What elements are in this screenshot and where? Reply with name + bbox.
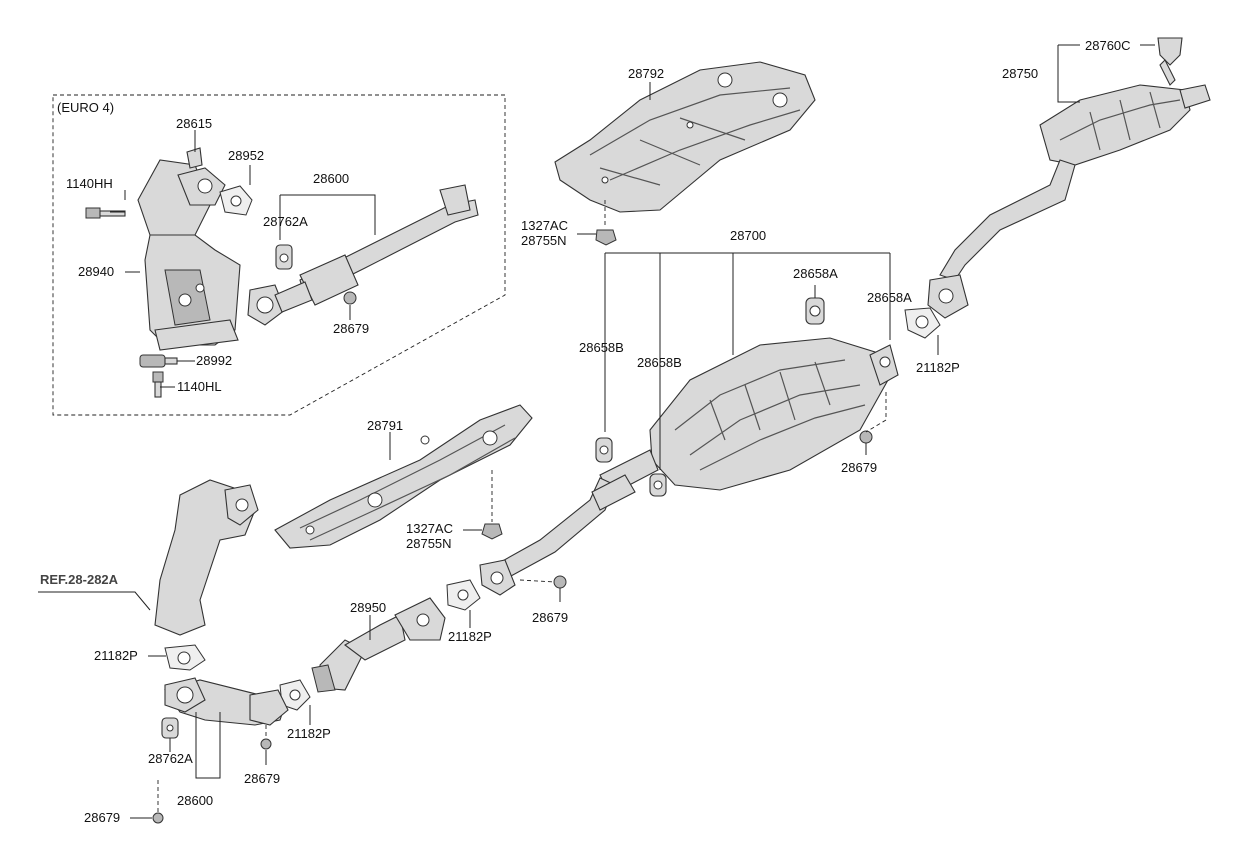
label-28679-euro: 28679 (333, 321, 369, 336)
label-28792: 28792 (628, 66, 664, 81)
dpf-28950[interactable] (311, 597, 446, 693)
label-28679-right: 28679 (841, 460, 877, 475)
label-28760C: 28760C (1085, 38, 1131, 53)
label-21182P-mid: 21182P (448, 629, 492, 644)
label-28600-top: 28600 (313, 171, 349, 186)
gasket-28952[interactable] (219, 185, 253, 216)
label-28992: 28992 (196, 353, 232, 368)
label-1140HH: 1140HH (66, 176, 113, 191)
front-pipe-28600-lower[interactable] (164, 677, 289, 726)
center-pipe[interactable] (479, 474, 636, 596)
front-pipe-28600[interactable] (247, 184, 479, 326)
euro4-label: (EURO 4) (57, 100, 114, 115)
nut-1327AC-mid[interactable] (481, 470, 503, 540)
nut-28679-mid[interactable] (553, 575, 567, 589)
ref-label: REF.28-282A (40, 572, 119, 587)
bolt-1140HH[interactable] (85, 207, 126, 219)
hanger-28760C[interactable] (1157, 37, 1183, 86)
label-28755N-mid: 28755N (406, 536, 452, 551)
label-21182P-lower: 21182P (287, 726, 331, 741)
gasket-21182P-mid[interactable] (446, 579, 481, 611)
label-1327AC-mid: 1327AC (406, 521, 453, 536)
label-28762A-bottom: 28762A (148, 751, 193, 766)
sensor-28992[interactable] (139, 354, 178, 368)
nut-28679-right[interactable] (859, 430, 873, 444)
label-28658B-1: 28658B (579, 340, 624, 355)
label-28950: 28950 (350, 600, 386, 615)
nut-28679-euro[interactable] (343, 291, 357, 305)
label-28615: 28615 (176, 116, 212, 131)
label-28679-mid: 28679 (532, 610, 568, 625)
label-28940: 28940 (78, 264, 114, 279)
hanger-28658B-2[interactable] (649, 473, 667, 497)
label-28755N-top: 28755N (521, 233, 567, 248)
rear-muffler-28750[interactable] (927, 84, 1211, 319)
nut-28679-bottom[interactable] (152, 812, 164, 824)
main-muffler-28700[interactable] (599, 337, 899, 496)
gasket-21182P-right[interactable] (904, 307, 941, 339)
label-28791: 28791 (367, 418, 403, 433)
label-28762A-top: 28762A (263, 214, 308, 229)
nut-1327AC-top[interactable] (595, 200, 617, 246)
hanger-28762A-top[interactable] (275, 244, 293, 270)
label-28600-bottom: 28600 (177, 793, 213, 808)
label-28658B-2: 28658B (637, 355, 682, 370)
hanger-28762A-bottom[interactable] (161, 717, 179, 739)
bolt-1140HL[interactable] (152, 371, 164, 398)
heat-shield-28791[interactable] (274, 404, 533, 549)
nut-28679-lower[interactable] (260, 738, 272, 750)
label-28679-lower: 28679 (244, 771, 280, 786)
label-28700: 28700 (730, 228, 766, 243)
label-28952: 28952 (228, 148, 264, 163)
label-28750: 28750 (1002, 66, 1038, 81)
label-1327AC-top: 1327AC (521, 218, 568, 233)
turbo-flange[interactable] (177, 147, 226, 206)
label-28658A-1: 28658A (793, 266, 838, 281)
euro4-group: (EURO 4) (52, 94, 506, 416)
hanger-28658A-1[interactable] (805, 297, 825, 325)
hanger-28658B-1[interactable] (595, 437, 613, 463)
label-28658A-2: 28658A (867, 290, 912, 305)
label-28679-bottom: 28679 (84, 810, 120, 825)
heat-shield-28792[interactable] (554, 61, 816, 213)
ref-pipe-28-282A (154, 479, 259, 636)
label-21182P-left: 21182P (94, 648, 138, 663)
label-21182P-right: 21182P (916, 360, 960, 375)
label-1140HL: 1140HL (177, 379, 222, 394)
gasket-21182P-left[interactable] (164, 644, 206, 671)
gasket-21182P-lower[interactable] (279, 679, 311, 711)
